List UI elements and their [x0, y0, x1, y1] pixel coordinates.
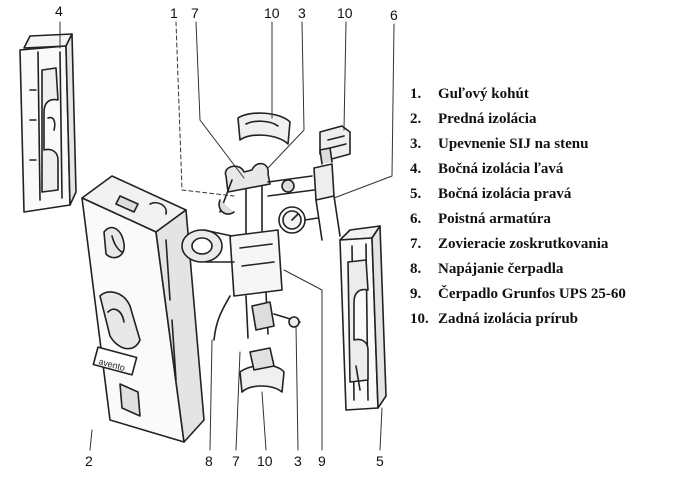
callout-top-6: 6 — [390, 7, 398, 23]
legend-item: 8.Napájanie čerpadla — [410, 261, 564, 277]
left-side-insulation — [19, 33, 77, 213]
legend-item: 1.Guľový kohút — [410, 86, 529, 102]
callout-bottom-8: 8 — [205, 453, 213, 469]
callout-bottom-10: 10 — [257, 453, 273, 469]
callout-left-4: 4 — [55, 3, 63, 19]
callout-top-1: 1 — [170, 5, 178, 21]
front-insulation — [81, 175, 205, 443]
parts-legend: 1.Guľový kohút 2.Predná izolácia 3.Upevn… — [410, 82, 626, 332]
callout-bottom-3: 3 — [294, 453, 302, 469]
pump-valve-assembly — [181, 112, 351, 393]
legend-item: 10.Zadná izolácia prírub — [410, 311, 579, 327]
legend-item: 2.Predná izolácia — [410, 111, 537, 127]
callout-bottom-9: 9 — [318, 453, 326, 469]
legend-item: 6.Poistná armatúra — [410, 211, 551, 227]
callout-bottom-5: 5 — [376, 453, 384, 469]
legend-item: 4.Bočná izolácia ľavá — [410, 161, 564, 177]
legend-item: 7.Zovieracie zoskrutkovania — [410, 236, 609, 252]
right-side-insulation — [339, 225, 387, 411]
callout-top-7: 7 — [191, 5, 199, 21]
callout-bottom-7: 7 — [232, 453, 240, 469]
legend-item: 3.Upevnenie SIJ na stenu — [410, 136, 589, 152]
callout-top-10a: 10 — [264, 5, 280, 21]
legend-item: 9.Čerpadlo Grunfos UPS 25-60 — [410, 286, 626, 302]
callout-top-3: 3 — [298, 5, 306, 21]
leader-lines — [59, 21, 395, 451]
callout-bottom-2: 2 — [85, 453, 93, 469]
callout-top-10b: 10 — [337, 5, 353, 21]
legend-item: 5.Bočná izolácia pravá — [410, 186, 572, 202]
